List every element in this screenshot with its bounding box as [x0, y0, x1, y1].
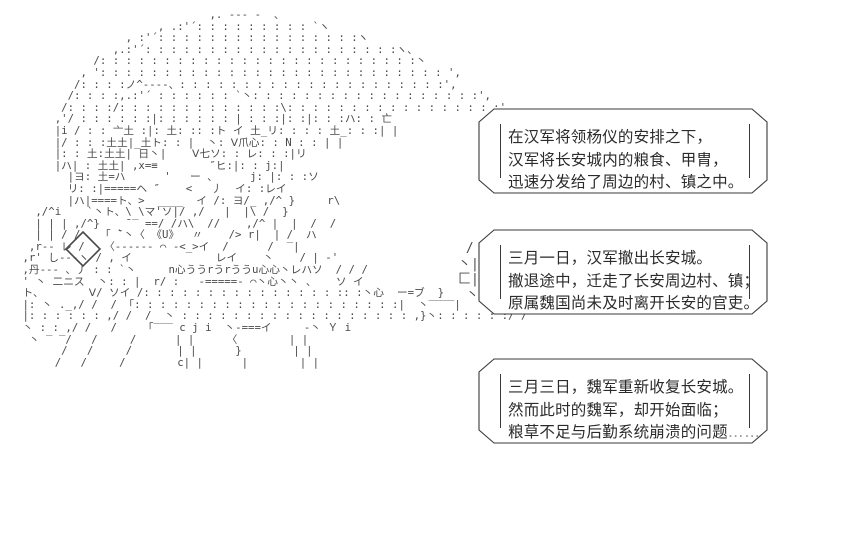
- bubble-rail-right: [749, 124, 750, 178]
- bubble-rail-left: [500, 245, 501, 299]
- diamond-icon: [62, 228, 104, 270]
- bubble-rail-right: [749, 245, 750, 299]
- bubble-rail-left: [500, 374, 501, 428]
- bubble-text-block: 三月一日，汉军撤出长安城。 撤退途中，迁走了长安周边村、镇； 原属魏国尚未及时离…: [478, 229, 768, 331]
- bubble-ellipsis: ……: [727, 423, 761, 441]
- bubble-line: 原属魏国尚未及时离开长安的官吏。: [508, 294, 760, 312]
- narration-bubble-1: 在汉军将领杨仪的安排之下， 汉军将长安城内的粮食、甲胄， 迅速分发给了周边的村、…: [478, 108, 768, 194]
- bubble-line: 粮草不足与后勤系统崩溃的问题……: [508, 421, 760, 444]
- ascii-art-panel: ,. -‐‐ - 、 , .:'´: : : : : : : : : `ヽ , …: [22, 9, 527, 368]
- narration-bubble-3: 三月三日，魏军重新收复长安城。 然而此时的魏军，却开始面临； 粮草不足与后勤系统…: [478, 358, 768, 444]
- bubble-rail-right: [749, 374, 750, 428]
- bubble-rail-left: [500, 124, 501, 178]
- character-portrait-aa: ,. -‐‐ - 、 , .:'´: : : : : : : : : `ヽ , …: [22, 9, 528, 369]
- bubble-text-block: 在汉军将领杨仪的安排之下， 汉军将长安城内的粮食、甲胄， 迅速分发给了周边的村、…: [478, 108, 768, 210]
- bubble-line: 三月一日，汉军撤出长安城。: [508, 249, 713, 267]
- bubble-line: 迅速分发给了周边的村、镇之中。: [508, 173, 744, 191]
- bubble-line: 然而此时的魏军，却开始面临；: [508, 400, 728, 419]
- bubble-line-text: 粮草不足与后勤系统崩溃的问题: [508, 423, 728, 441]
- bubble-line: 三月三日，魏军重新收复长安城。: [508, 378, 744, 396]
- bubble-line: 撤退途中，迁走了长安周边村、镇；: [508, 271, 760, 290]
- bubble-line: 在汉军将领杨仪的安排之下，: [508, 128, 713, 146]
- bubble-line: 汉军将长安城内的粮食、甲胄，: [508, 150, 728, 169]
- bubble-text-block: 三月三日，魏军重新收复长安城。 然而此时的魏军，却开始面临； 粮草不足与后勤系统…: [478, 358, 768, 460]
- narration-bubble-2: 三月一日，汉军撤出长安城。 撤退途中，迁走了长安周边村、镇； 原属魏国尚未及时离…: [478, 229, 768, 315]
